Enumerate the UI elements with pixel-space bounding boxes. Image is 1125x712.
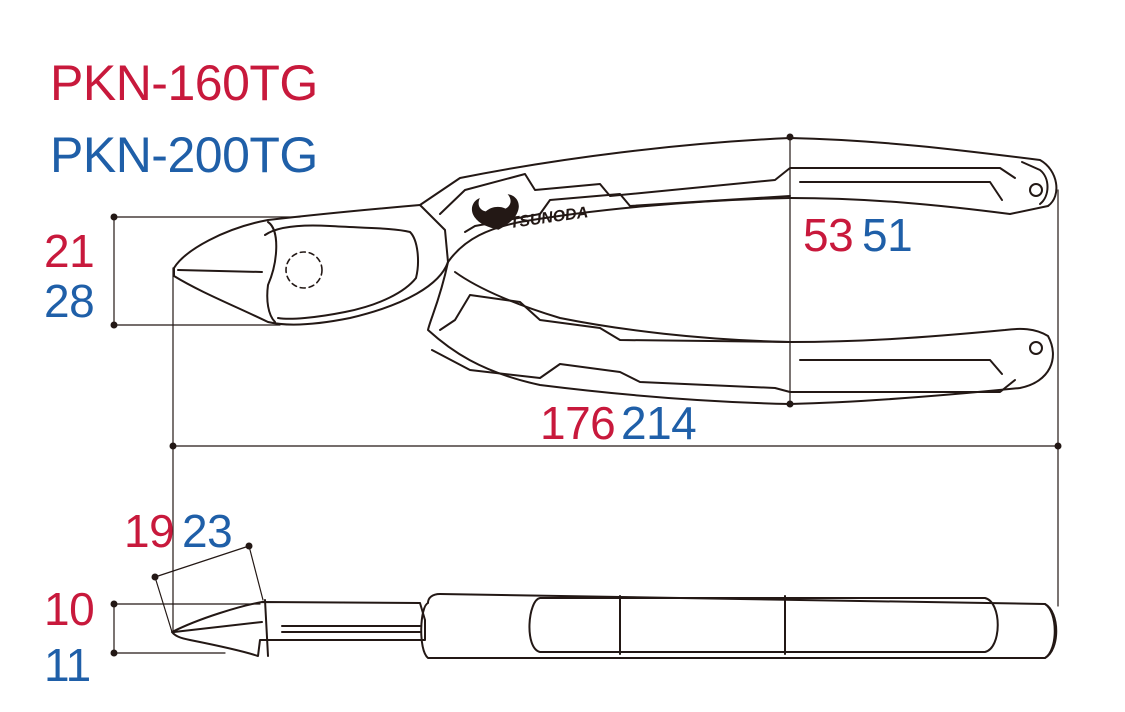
dimension-lines [113,136,1059,654]
jaw-width-secondary: 28 [44,275,95,327]
jaw-length-secondary: 23 [182,505,233,557]
head-thickness-primary: 10 [44,583,95,635]
head-thickness-secondary: 11 [44,639,91,691]
dimension-dots [110,133,1062,657]
model-primary: PKN-160TG [50,55,318,111]
upper-handle [419,137,1058,263]
pliers-head [173,204,449,326]
overall-length-primary: 176 [540,397,616,449]
brand-logo-text: TSUNODA [509,204,590,232]
jaw-length-primary: 19 [124,505,175,557]
lower-handle [427,261,1054,405]
side-view [171,593,1058,659]
brand-logo: TSUNODA [471,194,590,232]
grip-width-primary: 53 [803,209,854,261]
grip-width-secondary: 51 [862,209,913,261]
overall-length-secondary: 214 [621,397,697,449]
model-secondary: PKN-200TG [50,127,318,183]
jaw-width-primary: 21 [44,225,95,277]
